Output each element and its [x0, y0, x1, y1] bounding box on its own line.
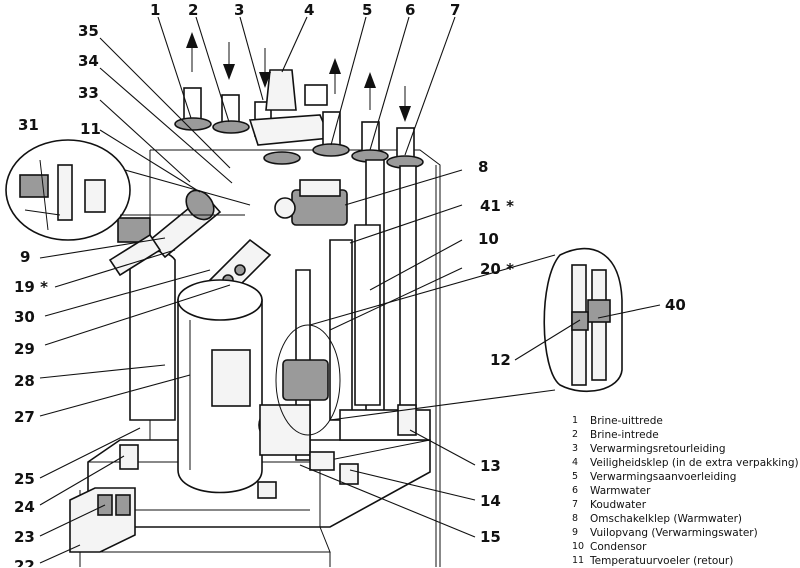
arrow-up-icon	[329, 58, 341, 94]
legend-row: 10 Condensor	[572, 540, 800, 554]
legend-text: Warmwater	[590, 485, 651, 497]
safety-valve	[265, 69, 297, 111]
arrow-up-icon	[364, 72, 376, 110]
legend-text: Temperatuurvoeler (retour)	[590, 555, 734, 567]
callout-33: 33	[78, 84, 99, 102]
legend-number: 5	[572, 471, 579, 482]
callout-25: 25	[14, 470, 35, 488]
electrical-box	[69, 487, 136, 553]
callout-3: 3	[234, 1, 244, 19]
arrow-down-icon	[399, 86, 411, 122]
legend-text: Verwarmingsaanvoerleiding	[590, 471, 737, 483]
callout-1: 1	[150, 1, 160, 19]
callout-4: 4	[304, 1, 314, 19]
legend-number: 10	[572, 541, 585, 552]
arrow-down-icon	[259, 48, 271, 88]
tank-label-plate	[211, 349, 251, 407]
legend-number: 11	[572, 555, 585, 566]
left-detail-inset	[5, 139, 251, 241]
legend-row: 4 Veiligheidsklep (in de extra verpakking…	[572, 456, 800, 470]
legend-text: Condensor	[590, 541, 647, 553]
callout-labels: 1 2 3 4 5 6 7 35 34 33 31 11 8 41 * 10 2…	[14, 1, 686, 567]
legend-text: Veiligheidsklep (in de extra verpakking)	[590, 457, 799, 469]
flange-1	[174, 117, 212, 131]
legend-row: 2 Brine-intrede	[572, 428, 800, 442]
flange-3	[263, 151, 301, 165]
top-pipe-connections	[174, 69, 424, 169]
leader-lines	[39, 16, 661, 564]
legend-row: 3 Verwarmingsretourleiding	[572, 442, 800, 456]
callout-14: 14	[480, 492, 501, 510]
legend-row: 1 Brine-uittrede	[572, 414, 800, 428]
callout-27: 27	[14, 408, 35, 426]
callout-22: 22	[14, 557, 35, 567]
detail-circle-20	[275, 324, 341, 436]
callout-28: 28	[14, 372, 35, 390]
switchover-valve	[274, 179, 348, 226]
callout-10: 10	[478, 230, 499, 248]
legend-number: 6	[572, 485, 579, 496]
callout-9: 9	[20, 248, 30, 266]
bottom-fittings	[119, 444, 359, 499]
callout-29: 29	[14, 340, 35, 358]
callout-20: 20 *	[480, 260, 514, 278]
compressor-tank	[177, 279, 263, 494]
legend-row: 6 Warmwater	[572, 484, 800, 498]
legend-row: 11 Temperatuurvoeler (retour)	[572, 554, 800, 568]
callout-35: 35	[78, 22, 99, 40]
legend-row: 9 Vuilopvang (Verwarmingswater)	[572, 526, 800, 540]
flow-arrows	[186, 32, 411, 122]
callout-7: 7	[450, 1, 460, 19]
legend-number: 4	[572, 457, 579, 468]
internal-piping	[129, 159, 431, 461]
legend-row: 8 Omschakelklep (Warmwater)	[572, 512, 800, 526]
callout-40: 40	[665, 296, 686, 314]
legend-number: 8	[572, 513, 579, 524]
circulation-pump	[258, 359, 329, 456]
legend-row: 5 Verwarmingsaanvoerleiding	[572, 470, 800, 484]
callout-34: 34	[78, 52, 99, 70]
callout-12: 12	[490, 351, 511, 369]
legend-number: 3	[572, 443, 579, 454]
legend-text: Koudwater	[590, 499, 647, 511]
callout-19: 19 *	[14, 278, 48, 296]
callout-11: 11	[80, 120, 101, 138]
callout-6: 6	[405, 1, 415, 19]
dirt-filter	[108, 189, 222, 277]
callout-5: 5	[362, 1, 372, 19]
callout-15: 15	[480, 528, 501, 546]
valve-bracket	[248, 114, 332, 146]
callout-30: 30	[14, 308, 35, 326]
safety-valve-outlet	[304, 84, 328, 106]
callout-31: 31	[18, 116, 39, 134]
right-detail-inset	[309, 247, 623, 421]
flange-2	[212, 120, 250, 134]
flange-5	[312, 143, 350, 157]
legend-text: Brine-uittrede	[590, 415, 663, 427]
legend-text: Omschakelklep (Warmwater)	[590, 513, 742, 525]
legend-text: Verwarmingsretourleiding	[590, 443, 726, 455]
arrow-up-icon	[186, 32, 198, 72]
callout-2: 2	[188, 1, 198, 19]
legend-number: 9	[572, 527, 579, 538]
legend-number: 1	[572, 415, 579, 426]
legend-number: 7	[572, 499, 579, 510]
legend-number: 2	[572, 429, 579, 440]
legend-row: 7 Koudwater	[572, 498, 800, 512]
arrow-down-icon	[223, 42, 235, 80]
legend-text: Vuilopvang (Verwarmingswater)	[590, 527, 758, 539]
callout-13: 13	[480, 457, 501, 475]
callout-41: 41 *	[480, 197, 514, 215]
callout-8: 8	[478, 158, 488, 176]
callout-24: 24	[14, 498, 35, 516]
callout-23: 23	[14, 528, 35, 546]
legend-text: Brine-intrede	[590, 429, 659, 441]
